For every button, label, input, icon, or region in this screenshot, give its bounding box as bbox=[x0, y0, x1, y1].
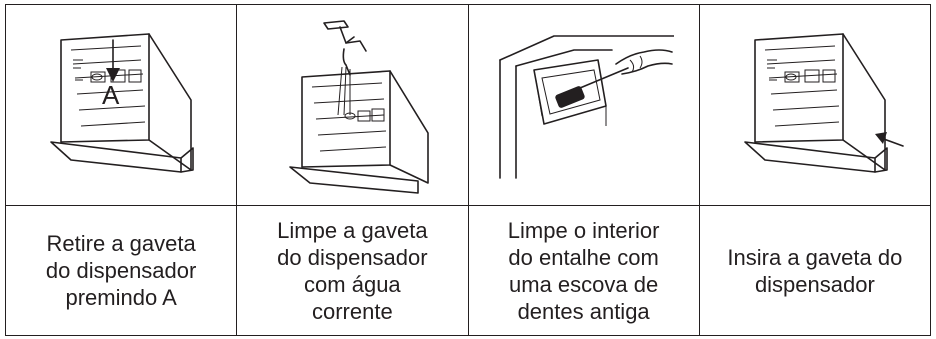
label-A: A bbox=[102, 80, 120, 110]
step-2-caption: Limpe a gaveta do dispensador com água c… bbox=[277, 217, 428, 324]
step-3-caption-cell: Limpe o interior do entalhe com uma esco… bbox=[467, 205, 700, 336]
step-4-caption: Insira a gaveta do dispensador bbox=[727, 244, 903, 297]
drawer-pull-out-illustration bbox=[50, 33, 194, 173]
step-1-illustration-cell: A bbox=[4, 4, 238, 206]
step-4-caption-cell: Insira a gaveta do dispensador bbox=[698, 205, 932, 336]
caption-row: Retire a gaveta do dispensador premindo … bbox=[4, 205, 932, 336]
step-4-illustration-cell bbox=[698, 4, 932, 206]
recess-toothbrush-illustration bbox=[498, 35, 674, 179]
instruction-sheet: A bbox=[4, 4, 932, 336]
illustration-row: A bbox=[4, 4, 932, 206]
drawer-insert-illustration bbox=[744, 33, 904, 173]
step-3-caption: Limpe o interior do entalhe com uma esco… bbox=[507, 217, 660, 324]
step-3-illustration-cell bbox=[467, 4, 700, 206]
step-1-caption: Retire a gaveta do dispensador premindo … bbox=[45, 231, 197, 310]
step-2-illustration-cell bbox=[236, 4, 469, 206]
step-1-caption-cell: Retire a gaveta do dispensador premindo … bbox=[4, 205, 238, 336]
cleaning-steps-table: A bbox=[4, 4, 932, 336]
step-2-caption-cell: Limpe a gaveta do dispensador com água c… bbox=[236, 205, 469, 336]
drawer-under-tap-illustration bbox=[289, 20, 430, 194]
